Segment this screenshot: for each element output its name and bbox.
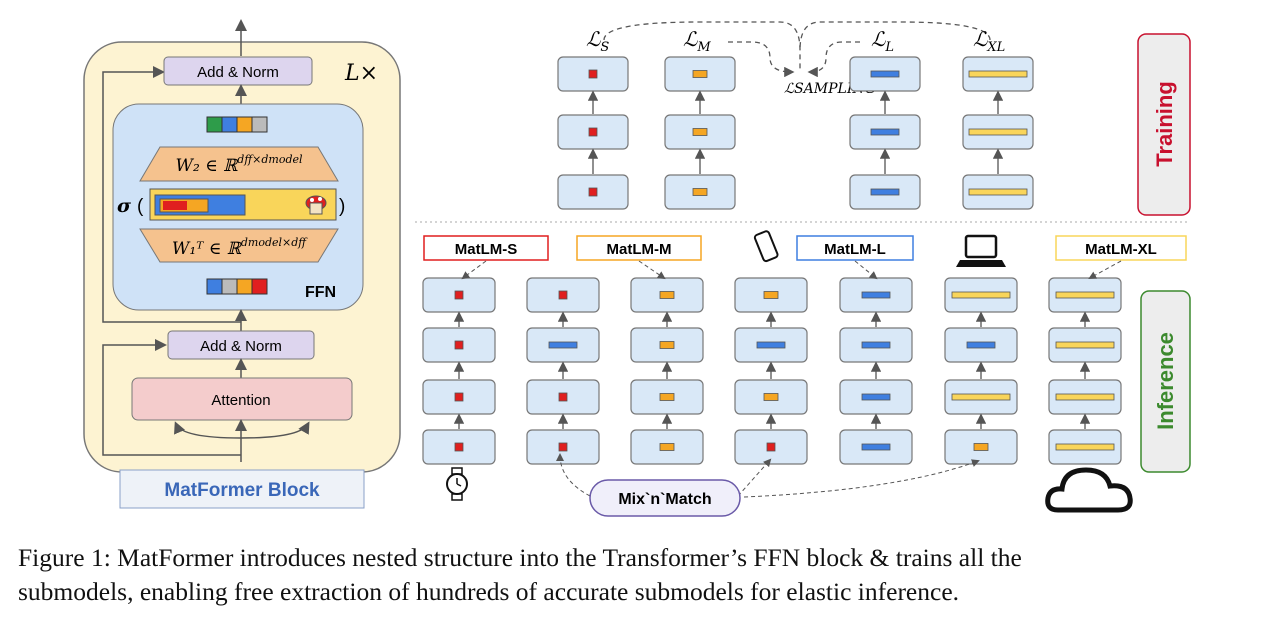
block-title: MatFormer Block bbox=[164, 480, 320, 501]
laptop-icon bbox=[956, 234, 1006, 267]
caption-line-1: Figure 1: MatFormer introduces nested st… bbox=[18, 543, 1022, 572]
w2-label: W₂ ∈ ℝdff×dmodel bbox=[175, 153, 303, 176]
layer-cell bbox=[944, 379, 1018, 415]
layer-cell bbox=[734, 379, 808, 415]
layer-cell bbox=[849, 114, 921, 150]
layer-cell bbox=[557, 114, 629, 150]
layer-cell bbox=[664, 56, 736, 92]
layer-cell bbox=[557, 174, 629, 210]
layer-cell bbox=[944, 277, 1018, 313]
layer-cell bbox=[630, 429, 704, 465]
inf-col-mix-1 bbox=[526, 277, 600, 465]
add-norm-bottom: Add & Norm bbox=[200, 338, 282, 355]
layer-cell bbox=[630, 277, 704, 313]
ffn-label: FFN bbox=[305, 284, 336, 301]
attention-label: Attention bbox=[211, 392, 270, 409]
inf-col-l bbox=[839, 277, 913, 465]
caption-line-2: submodels, enabling free extraction of h… bbox=[18, 577, 960, 606]
layer-cell bbox=[1048, 277, 1122, 313]
layer-cell bbox=[1048, 429, 1122, 465]
layer-cell bbox=[962, 114, 1034, 150]
layer-cell bbox=[526, 277, 600, 313]
train-col-xl bbox=[962, 56, 1034, 210]
w1-label: W₁ᵀ ∈ ℝdmodel×dff bbox=[172, 236, 308, 259]
layer-cell bbox=[422, 379, 496, 415]
layer-cell bbox=[839, 327, 913, 363]
model-label-s: MatLM-S bbox=[455, 241, 518, 258]
layer-cell bbox=[664, 174, 736, 210]
matformer-block: Add & Norm L× W₂ ∈ ℝdff×dmodel σ ( ) bbox=[83, 19, 401, 509]
inf-col-xl bbox=[1048, 277, 1122, 465]
repeat-label: L× bbox=[344, 61, 378, 86]
inf-col-mix-2 bbox=[734, 277, 808, 465]
inference-side-label: Inference bbox=[1153, 332, 1178, 430]
model-label-l: MatLM-L bbox=[824, 241, 886, 258]
layer-cell bbox=[944, 327, 1018, 363]
loss-xl: ℒXL bbox=[973, 27, 1005, 55]
inf-col-mix-3 bbox=[944, 277, 1018, 465]
add-norm-top: Add & Norm bbox=[197, 64, 279, 81]
model-label-xl: MatLM-XL bbox=[1085, 241, 1157, 258]
ffn-input-vector bbox=[206, 278, 268, 295]
inf-col-m bbox=[630, 277, 704, 465]
model-label-m: MatLM-M bbox=[607, 241, 672, 258]
mushroom-icon bbox=[305, 195, 327, 215]
sigma-symbol: σ bbox=[117, 195, 132, 217]
layer-cell bbox=[839, 277, 913, 313]
open-paren: ( bbox=[137, 196, 144, 217]
layer-cell bbox=[734, 327, 808, 363]
layer-cell bbox=[944, 429, 1018, 465]
layer-cell bbox=[839, 429, 913, 465]
train-col-l bbox=[849, 56, 921, 210]
watch-icon bbox=[446, 467, 468, 501]
layer-cell bbox=[664, 114, 736, 150]
layer-cell bbox=[630, 379, 704, 415]
figure-caption: Figure 1: MatFormer introduces nested st… bbox=[18, 541, 1268, 609]
layer-cell bbox=[849, 174, 921, 210]
loss-m: ℒM bbox=[683, 27, 711, 55]
layer-cell bbox=[526, 429, 600, 465]
layer-cell bbox=[422, 429, 496, 465]
training-section: ℒSAMPLING Training bbox=[557, 21, 1191, 216]
phone-icon bbox=[753, 230, 779, 263]
cloud-icon bbox=[1045, 467, 1133, 513]
layer-cell bbox=[526, 379, 600, 415]
ffn-output-vector bbox=[206, 116, 268, 133]
train-col-m bbox=[664, 56, 736, 210]
layer-cell bbox=[1048, 327, 1122, 363]
layer-cell bbox=[962, 174, 1034, 210]
layer-cell bbox=[839, 379, 913, 415]
close-paren: ) bbox=[339, 196, 345, 217]
layer-cell bbox=[1048, 379, 1122, 415]
layer-cell bbox=[557, 56, 629, 92]
training-side-label: Training bbox=[1152, 81, 1177, 167]
layer-cell bbox=[734, 429, 808, 465]
loss-s: ℒS bbox=[586, 27, 609, 55]
inf-col-s bbox=[422, 277, 496, 465]
loss-l: ℒL bbox=[871, 27, 894, 55]
layer-cell bbox=[962, 56, 1034, 92]
matformer-figure: Add & Norm L× W₂ ∈ ℝdff×dmodel σ ( ) bbox=[83, 19, 1191, 517]
layer-cell bbox=[526, 327, 600, 363]
layer-cell bbox=[422, 277, 496, 313]
train-col-s bbox=[557, 56, 629, 210]
inference-section: MatLM-S MatLM-M MatLM-L MatLM-XL bbox=[422, 230, 1191, 517]
layer-cell bbox=[422, 327, 496, 363]
layer-cell bbox=[734, 277, 808, 313]
layer-cell bbox=[630, 327, 704, 363]
layer-cell bbox=[849, 56, 921, 92]
mix-n-match-label: Mix`n`Match bbox=[618, 491, 711, 508]
